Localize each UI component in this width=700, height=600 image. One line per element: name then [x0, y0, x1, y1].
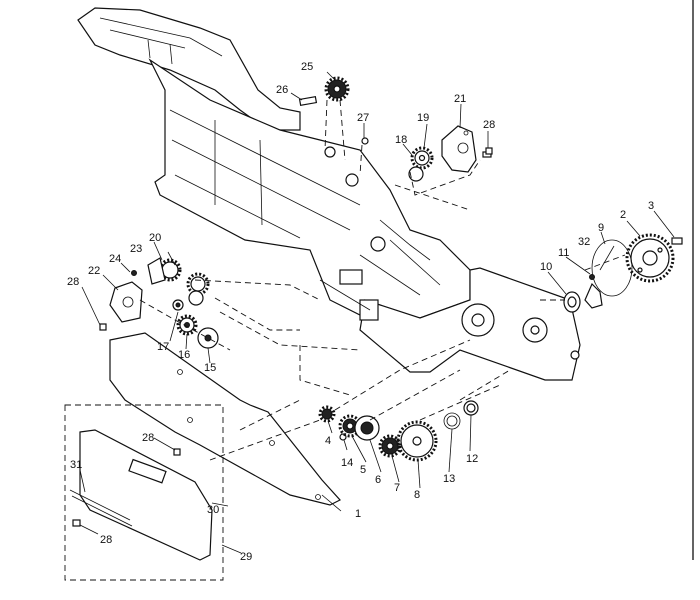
callout-24: 24 — [109, 253, 121, 265]
cover-plate — [64, 404, 224, 581]
callout-21: 21 — [454, 93, 466, 105]
callout-8: 8 — [414, 489, 420, 501]
callout-28-bottom: 28 — [100, 534, 112, 546]
callout-18: 18 — [395, 134, 407, 146]
callout-17: 17 — [157, 341, 169, 353]
screws — [72, 147, 493, 527]
bottom-gear-row — [318, 400, 479, 462]
callout-15: 15 — [204, 362, 216, 374]
callout-28-center: 28 — [142, 432, 154, 444]
callout-22: 22 — [88, 265, 100, 277]
assembly-guide-lines — [139, 99, 626, 461]
callout-labels: 1 2 3 4 5 6 7 8 9 10 11 12 13 14 15 16 1… — [67, 61, 654, 563]
callout-31: 31 — [70, 459, 82, 471]
callout-30: 30 — [207, 504, 219, 516]
upper-gear-assembly — [408, 125, 492, 182]
callout-11: 11 — [558, 247, 569, 259]
callout-28-upper-right: 28 — [483, 119, 495, 131]
callout-19: 19 — [417, 112, 429, 124]
callout-25: 25 — [301, 61, 313, 73]
callout-4: 4 — [325, 435, 331, 447]
callout-27: 27 — [357, 112, 369, 124]
callout-12: 12 — [466, 453, 478, 465]
callout-23: 23 — [130, 243, 142, 255]
callout-1: 1 — [355, 508, 361, 520]
lower-left-gears — [172, 299, 219, 349]
callout-26: 26 — [276, 84, 288, 96]
callout-20: 20 — [149, 232, 161, 244]
callout-5: 5 — [360, 464, 366, 476]
callout-32: 32 — [578, 236, 590, 248]
large-gear-assembly — [563, 233, 683, 313]
callout-2: 2 — [620, 209, 626, 221]
callout-7: 7 — [394, 482, 400, 494]
callout-14: 14 — [341, 457, 353, 469]
callout-13: 13 — [443, 473, 455, 485]
side-plate — [109, 332, 341, 506]
callout-3: 3 — [648, 200, 654, 212]
callout-16: 16 — [178, 349, 190, 361]
main-frame — [77, 7, 581, 381]
leader-lines — [79, 71, 675, 554]
callout-10: 10 — [540, 261, 552, 273]
callout-28-left: 28 — [67, 276, 79, 288]
callout-6: 6 — [375, 474, 381, 486]
top-gear-assembly — [298, 76, 369, 145]
callout-9: 9 — [598, 222, 604, 234]
cover-outline-dashed — [64, 404, 224, 581]
callout-29: 29 — [240, 551, 252, 563]
left-gear-assembly — [99, 257, 210, 331]
